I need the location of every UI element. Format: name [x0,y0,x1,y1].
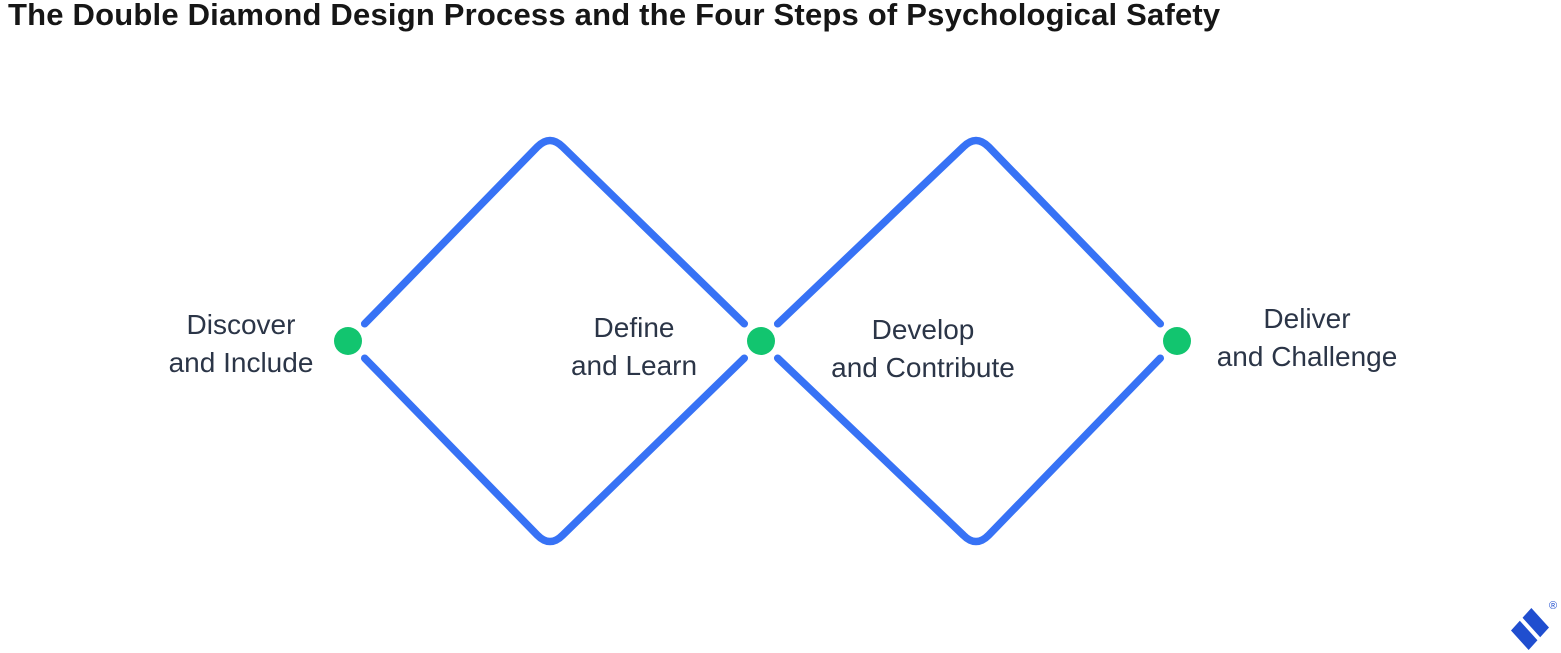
registered-trademark-symbol: ® [1549,600,1558,612]
phase-label-line: and Contribute [831,352,1015,383]
phase-label-line: and Challenge [1216,341,1398,372]
phase-label-line: and Learn [570,350,698,381]
milestone-dot-define-develop [747,327,775,355]
toptal-logo-icon [1511,608,1549,650]
phase-label-develop-and-contribute: Develop and Contribute [831,311,1015,387]
phase-label-line: Deliver [1263,303,1351,334]
phase-label-line: Discover [186,309,296,340]
toptal-logo-top-piece [1522,608,1549,638]
page-title: The Double Diamond Design Process and th… [8,0,1221,32]
diamond-1-bottom-edge [360,354,749,546]
phase-label-define-and-learn: Define and Learn [571,309,697,385]
diamond-2-bottom-edge [773,354,1165,546]
phase-label-line: and Include [168,347,314,378]
diamond-2-top-edge [773,136,1165,328]
phase-label-deliver-and-challenge: Deliver and Challenge [1217,300,1398,376]
phase-label-line: Develop [871,314,975,345]
diamond-1-top-edge [360,136,749,328]
milestone-dot-discover [334,327,362,355]
toptal-logo-bottom-piece [1511,620,1538,650]
phase-label-line: Define [593,312,675,343]
toptal-logo: ® [1511,600,1559,652]
milestone-dot-deliver [1163,327,1191,355]
phase-label-discover-and-include: Discover and Include [169,306,314,382]
